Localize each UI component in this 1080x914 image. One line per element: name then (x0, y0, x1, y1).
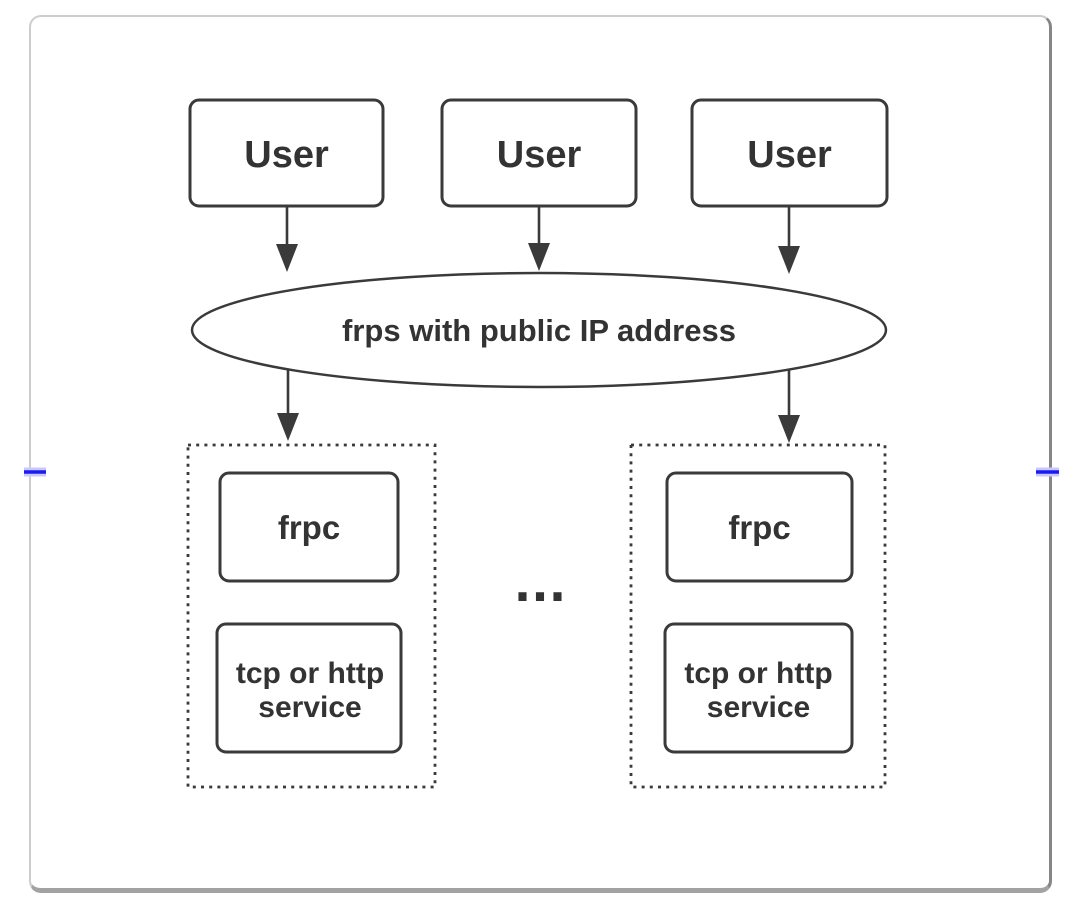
client-group-box-2 (629, 443, 887, 789)
user-label-2: User (497, 134, 582, 176)
user-label-1: User (244, 134, 329, 176)
user-label-3: User (747, 134, 832, 176)
arrow-user-1-to-frps (276, 206, 298, 272)
arrow-user-2-to-frps (528, 206, 550, 271)
client-group-2: frpc tcp or http service (629, 443, 887, 789)
service-label-2-line-1: tcp or http (684, 657, 832, 690)
frpc-box-1 (218, 471, 400, 583)
ellipsis-label: ... (514, 558, 566, 612)
service-box-2 (663, 622, 854, 754)
frps-label: frps with public IP address (342, 313, 736, 348)
arrow-frps-to-client-1 (277, 369, 299, 441)
frpc-box-2 (665, 471, 854, 583)
service-label-2-line-2: service (707, 691, 810, 724)
frps-ellipse (190, 271, 888, 389)
service-box-1 (215, 622, 403, 754)
frpc-label-1: frpc (278, 509, 340, 546)
client-group-box-1 (186, 443, 437, 789)
frps-server-node: frps with public IP address (190, 271, 888, 389)
arrow-frps-to-client-2 (778, 370, 800, 443)
client-group-1: frpc tcp or http service (186, 443, 437, 789)
service-label-1-line-1: tcp or http (236, 657, 384, 690)
service-label-1-line-2: service (258, 691, 361, 724)
user-node-1: User (188, 98, 385, 208)
user-node-3: User (690, 98, 889, 208)
user-node-2: User (440, 98, 638, 208)
frpc-label-2: frpc (728, 509, 790, 546)
arrow-user-3-to-frps (778, 206, 800, 274)
